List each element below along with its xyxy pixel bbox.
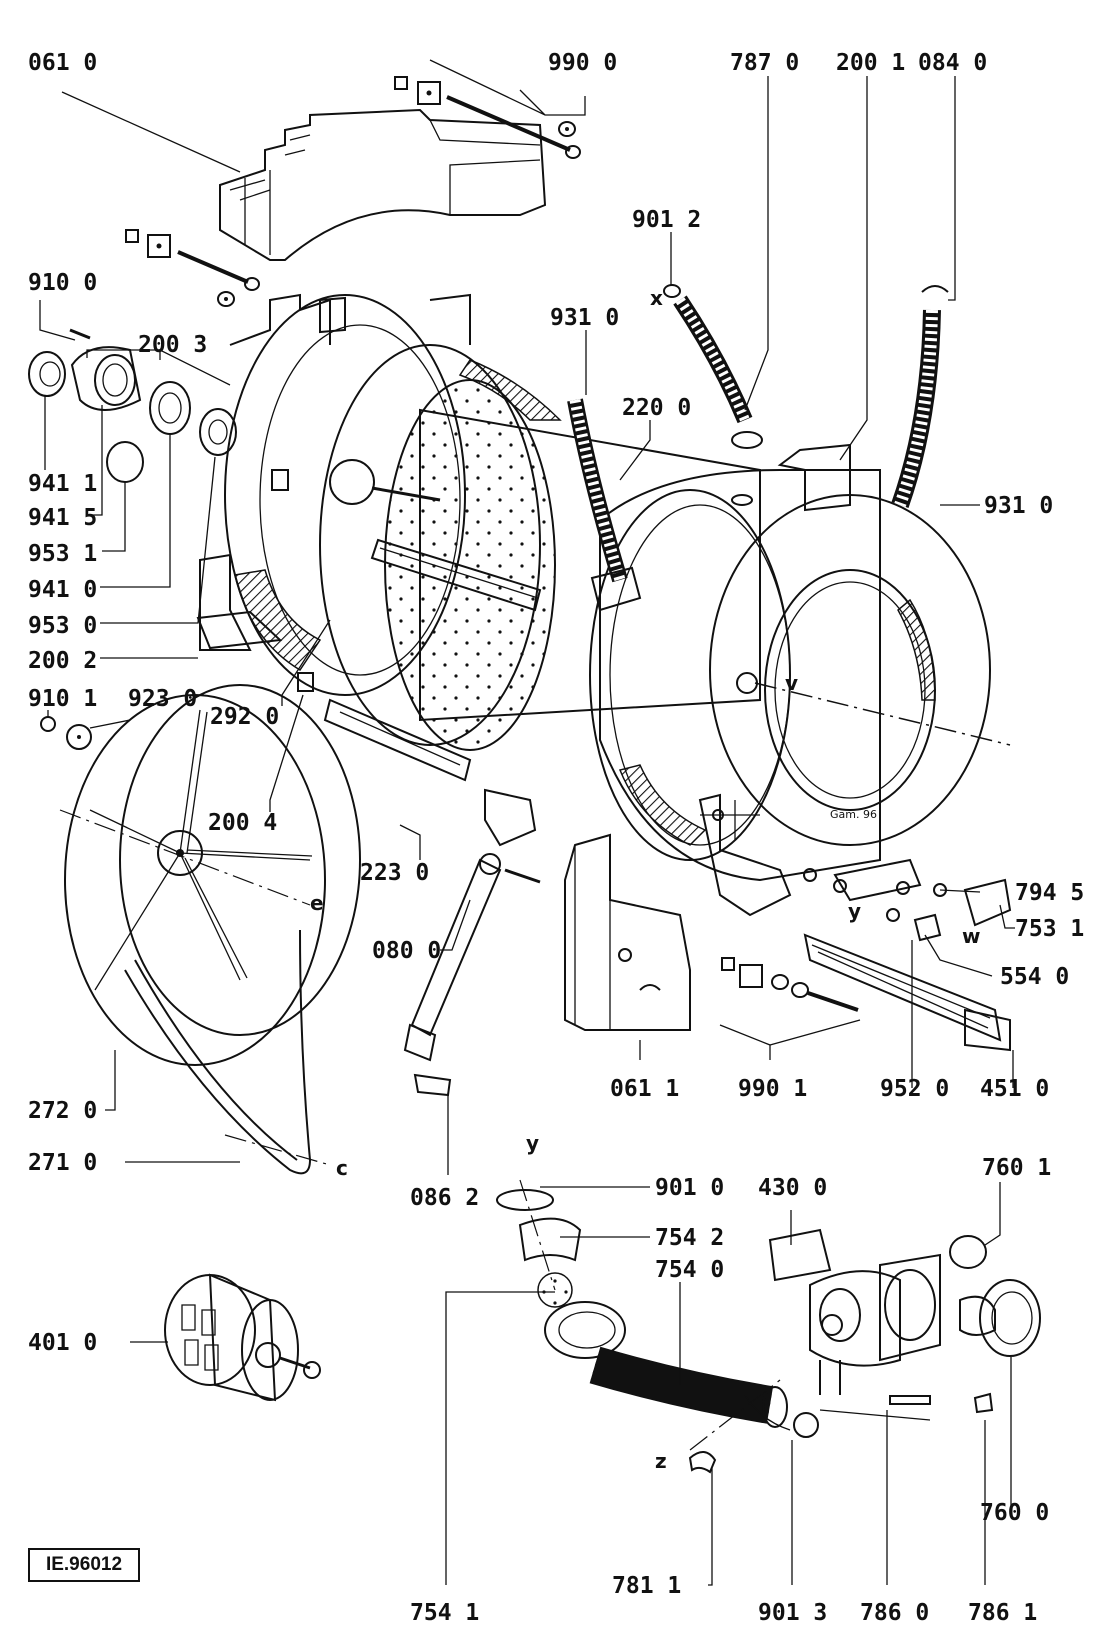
paddle xyxy=(323,698,472,782)
label-931-0-left: 931 0 xyxy=(550,305,619,331)
label-223-0: 223 0 xyxy=(360,860,429,886)
label-760-0: 760 0 xyxy=(980,1500,1049,1526)
thermostat-parts xyxy=(833,858,1012,942)
counterweight-bottom xyxy=(564,833,691,1031)
label-786-1: 786 1 xyxy=(968,1600,1037,1626)
label-794-5: 794 5 xyxy=(1015,880,1084,906)
motor xyxy=(164,1273,321,1402)
label-220-0: 220 0 xyxy=(622,395,691,421)
label-941-5: 941 5 xyxy=(28,505,97,531)
belt xyxy=(59,809,331,1175)
label-901-0: 901 0 xyxy=(655,1175,724,1201)
pulley-nut-washer xyxy=(40,716,92,750)
label-084-0: 084 0 xyxy=(918,50,987,76)
label-901-3: 901 3 xyxy=(758,1600,827,1626)
counterweight-top xyxy=(219,108,547,261)
marker-x: x xyxy=(650,286,663,310)
label-200-1: 200 1 xyxy=(836,50,905,76)
label-753-1: 753 1 xyxy=(1015,916,1084,942)
marker-e: e xyxy=(310,891,324,915)
label-941-1: 941 1 xyxy=(28,471,97,497)
label-910-1: 910 1 xyxy=(28,686,97,712)
label-272-0: 272 0 xyxy=(28,1098,97,1124)
label-401-0: 401 0 xyxy=(28,1330,97,1356)
label-910-0: 910 0 xyxy=(28,270,97,296)
label-953-1: 953 1 xyxy=(28,541,97,567)
label-990-1: 990 1 xyxy=(738,1076,807,1102)
bolt-set-990-1 xyxy=(721,957,859,1012)
hose-787-0 xyxy=(663,284,763,449)
label-086-2: 086 2 xyxy=(410,1185,479,1211)
marker-z: z xyxy=(655,1449,667,1473)
label-990-0: 990 0 xyxy=(548,50,617,76)
label-953-0: 953 0 xyxy=(28,613,97,639)
label-901-2: 901 2 xyxy=(632,207,701,233)
pump-small-parts xyxy=(519,1179,994,1474)
label-941-0: 941 0 xyxy=(28,577,97,603)
bolt-set-left xyxy=(125,229,260,307)
label-451-0: 451 0 xyxy=(980,1076,1049,1102)
marker-w: w xyxy=(962,924,980,948)
hose-931-right xyxy=(891,285,949,508)
heater xyxy=(803,933,1011,1052)
label-061-1: 061 1 xyxy=(610,1076,679,1102)
label-760-1: 760 1 xyxy=(982,1155,1051,1181)
marker-c: c xyxy=(336,1156,348,1180)
clip-200-4 xyxy=(297,672,314,692)
pulley xyxy=(64,684,361,1066)
part-labels: 061 0 990 0 787 0 200 1 084 0 901 2 910 … xyxy=(28,50,1084,1626)
marker-y-lower: y xyxy=(526,1131,539,1155)
label-923-0: 923 0 xyxy=(128,686,197,712)
pump xyxy=(768,1228,1041,1395)
label-754-0: 754 0 xyxy=(655,1257,724,1283)
label-754-1: 754 1 xyxy=(410,1600,479,1626)
marker-v: v xyxy=(785,671,798,695)
label-080-0: 080 0 xyxy=(372,938,441,964)
label-787-0: 787 0 xyxy=(730,50,799,76)
label-554-0: 554 0 xyxy=(1000,964,1069,990)
bolt-set-990-0 xyxy=(394,76,581,159)
front-tub: Gam. 96 xyxy=(589,443,1011,917)
sump-hose xyxy=(496,1189,788,1428)
label-061-0: 061 0 xyxy=(28,50,97,76)
label-200-2: 200 2 xyxy=(28,648,97,674)
label-754-2: 754 2 xyxy=(655,1225,724,1251)
label-200-3: 200 3 xyxy=(138,332,207,358)
label-200-4: 200 4 xyxy=(208,810,277,836)
label-781-1: 781 1 xyxy=(612,1573,681,1599)
label-271-0: 271 0 xyxy=(28,1150,97,1176)
label-931-0-right: 931 0 xyxy=(984,493,1053,519)
leader-lines xyxy=(39,59,1015,1586)
sign-text: Gam. 96 xyxy=(830,808,877,821)
label-786-0: 786 0 xyxy=(860,1600,929,1626)
label-430-0: 430 0 xyxy=(758,1175,827,1201)
drum xyxy=(319,344,761,751)
diagram-code-box: IE.96012 xyxy=(28,1548,140,1582)
hose-931-left xyxy=(567,398,642,612)
label-952-0: 952 0 xyxy=(880,1076,949,1102)
reference-markers: x v e y w y c z xyxy=(310,286,980,1473)
marker-y-upper: y xyxy=(848,899,861,923)
label-292-0: 292 0 xyxy=(210,704,279,730)
shock-absorber xyxy=(403,788,541,1097)
